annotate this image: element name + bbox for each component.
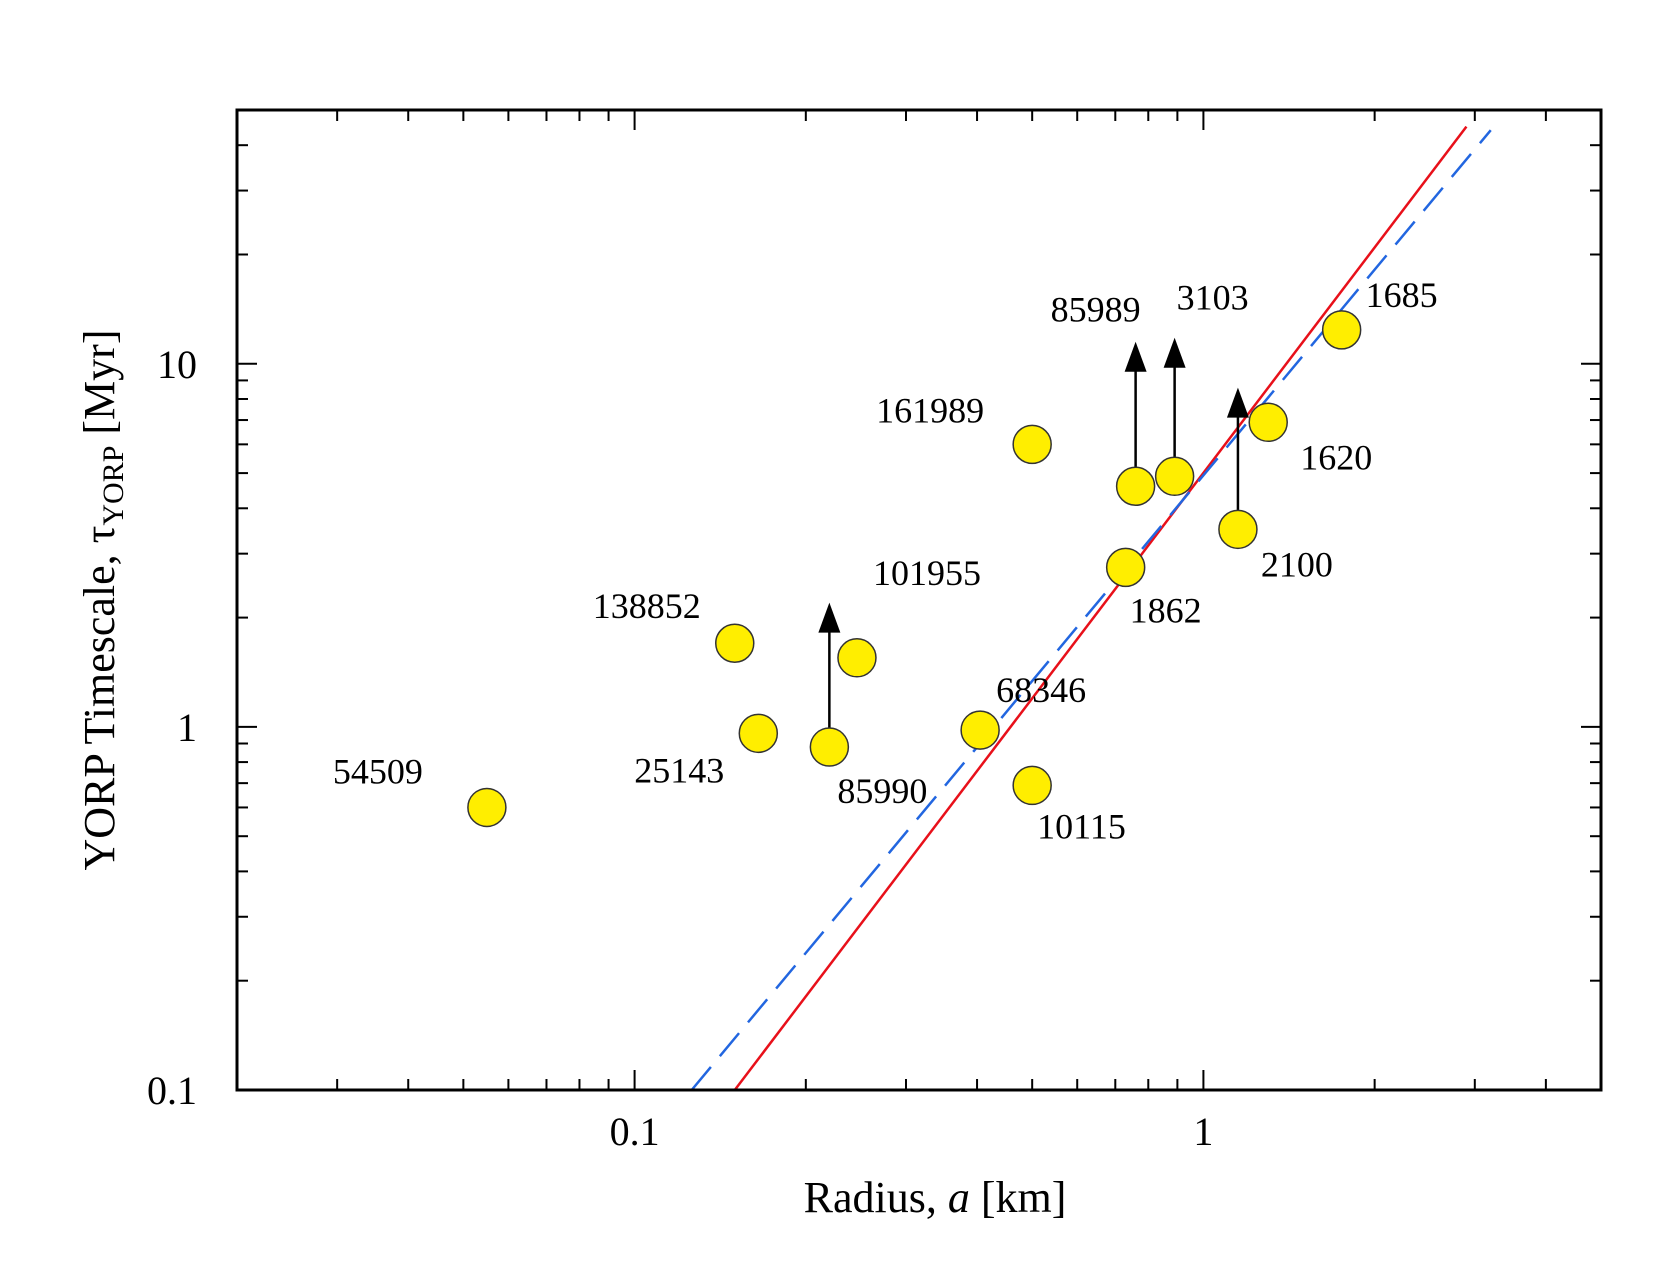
data-point xyxy=(1105,547,1146,588)
data-point xyxy=(809,727,850,767)
point-label: 1620 xyxy=(1300,437,1372,477)
axis-ticks xyxy=(236,109,1602,1091)
y-tick-label: 0.1 xyxy=(147,1068,197,1113)
data-point xyxy=(1012,765,1052,806)
point-label: 101955 xyxy=(873,553,981,593)
fit-line-solid xyxy=(733,125,1468,1091)
arrow-head xyxy=(1226,387,1249,418)
point-label: 54509 xyxy=(333,751,423,791)
data-point xyxy=(1248,402,1288,443)
point-label: 68346 xyxy=(996,670,1086,710)
x-tick-label: 1 xyxy=(1193,1109,1213,1154)
arrow-head xyxy=(818,602,841,633)
point-labels: 54509 138852 25143 85990 101955 68346 10115 161… xyxy=(333,275,1438,847)
fit-line-dashed xyxy=(690,129,1492,1091)
arrow-head xyxy=(1124,341,1147,372)
point-label: 3103 xyxy=(1177,277,1249,317)
point-label: 1862 xyxy=(1130,590,1202,630)
plot-frame xyxy=(235,108,1603,1092)
point-label: 85989 xyxy=(1051,289,1141,329)
data-point xyxy=(1154,456,1195,497)
data-point xyxy=(1115,466,1156,507)
y-tick-label: 1 xyxy=(177,705,197,750)
data-point xyxy=(960,710,1000,750)
point-label: 161989 xyxy=(876,390,984,430)
y-tick-label: 10 xyxy=(157,342,197,387)
arrow-head xyxy=(1163,337,1186,368)
data-point xyxy=(1012,424,1052,465)
point-label: 138852 xyxy=(593,586,701,626)
point-label: 1685 xyxy=(1366,275,1438,315)
data-point xyxy=(837,638,877,678)
point-label: 25143 xyxy=(634,750,724,790)
point-label: 85990 xyxy=(837,771,927,811)
x-tick-label: 0.1 xyxy=(610,1109,660,1154)
data-point xyxy=(715,623,755,663)
fit-lines xyxy=(690,125,1492,1091)
point-label: 2100 xyxy=(1261,544,1333,584)
x-axis-title: Radius, a [km] xyxy=(804,1173,1067,1222)
data-point xyxy=(1321,310,1362,350)
data-point xyxy=(738,713,779,754)
data-point xyxy=(467,787,507,828)
y-axis-title: YORP Timescale, τYORP [Myr] xyxy=(75,330,130,871)
data-points xyxy=(467,310,1362,828)
tick-labels: 0.1 1 0.1 1 10 xyxy=(147,342,1213,1154)
point-label: 10115 xyxy=(1037,806,1126,846)
data-point xyxy=(1218,509,1258,550)
